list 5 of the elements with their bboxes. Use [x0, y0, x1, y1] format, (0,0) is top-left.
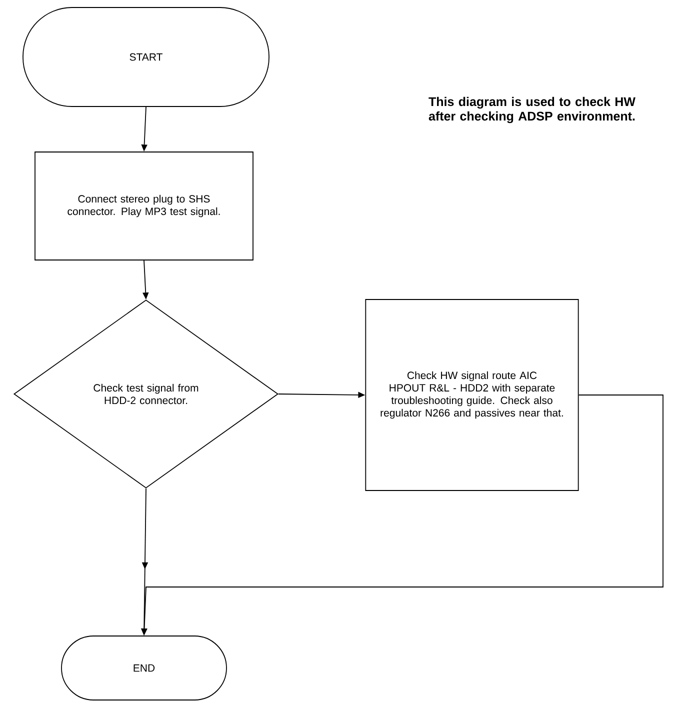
- note-text: This diagram is used to check HW after checking ADSP environment.: [428, 96, 636, 124]
- process-box: Check HW signal route AIC HPOUT R&L - HDD2 with separate troubleshooting guide. Check also regulator N266 and passives near that.: [365, 299, 579, 491]
- end-terminator: END: [61, 636, 227, 700]
- process-box: Connect stereo plug to SHS connector. Play MP3 test signal.: [34, 152, 254, 260]
- start-terminator: START: [22, 7, 270, 107]
